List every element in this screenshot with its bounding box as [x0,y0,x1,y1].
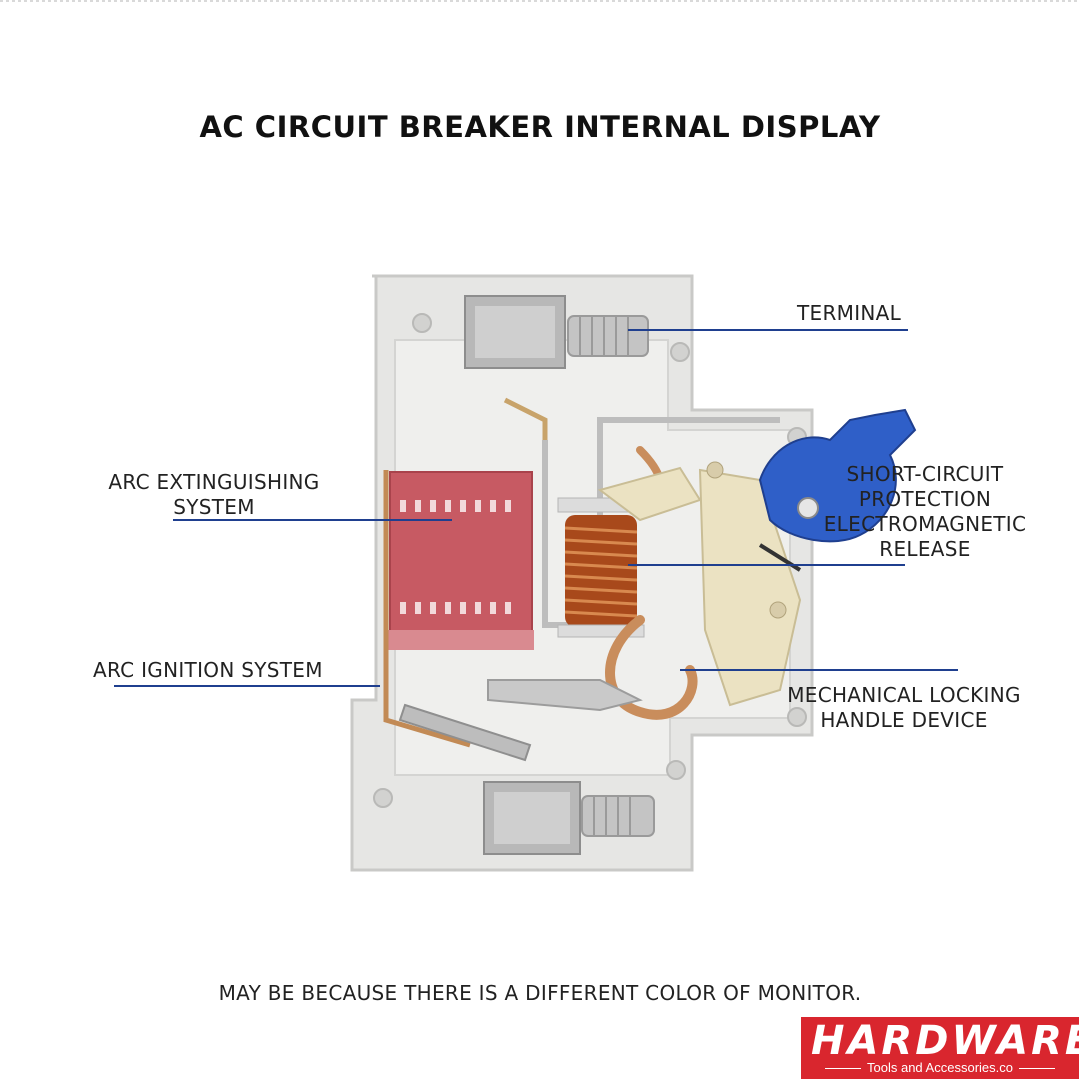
logo-subtitle: Tools and Accessories.co [801,1060,1079,1076]
logo-word: HARDWARE [811,1018,1079,1064]
braided-wire [605,615,698,720]
mechanical-locking-label-line2: HANDLE DEVICE [820,708,988,732]
mechanical-locking-label-line1: MECHANICAL LOCKING [787,683,1021,707]
page-title: AC CIRCUIT BREAKER INTERNAL DISPLAY [199,110,881,144]
hardware-logo: HARDWARE Tools and Accessories.co [801,1017,1079,1079]
arc-extinguishing-label: ARC EXTINGUISHING SYSTEM [96,470,332,520]
short-circuit-label-line4: RELEASE [879,537,971,561]
color-disclaimer: MAY BE BECAUSE THERE IS A DIFFERENT COLO… [218,981,862,1005]
short-circuit-label-line1: SHORT-CIRCUIT [846,462,1004,486]
arc-extinguishing-label-line1: ARC EXTINGUISHING [108,470,320,494]
short-circuit-label-line3: ELECTROMAGNETIC [823,512,1027,536]
mounting-hole [373,788,393,808]
arc-extinguishing-label-line2: SYSTEM [173,495,255,519]
terminal-label: TERMINAL [797,301,902,325]
short-circuit-label-line2: PROTECTION [858,487,992,511]
mechanical-locking-label: MECHANICAL LOCKING HANDLE DEVICE [772,683,1036,733]
top-dotted-border [0,0,1080,3]
mounting-hole [787,707,807,727]
mounting-hole [670,342,690,362]
mounting-hole [666,760,686,780]
short-circuit-label: SHORT-CIRCUIT PROTECTION ELECTROMAGNETIC… [812,462,1038,562]
arc-ignition-label: ARC IGNITION SYSTEM [93,658,323,682]
mounting-hole [412,313,432,333]
